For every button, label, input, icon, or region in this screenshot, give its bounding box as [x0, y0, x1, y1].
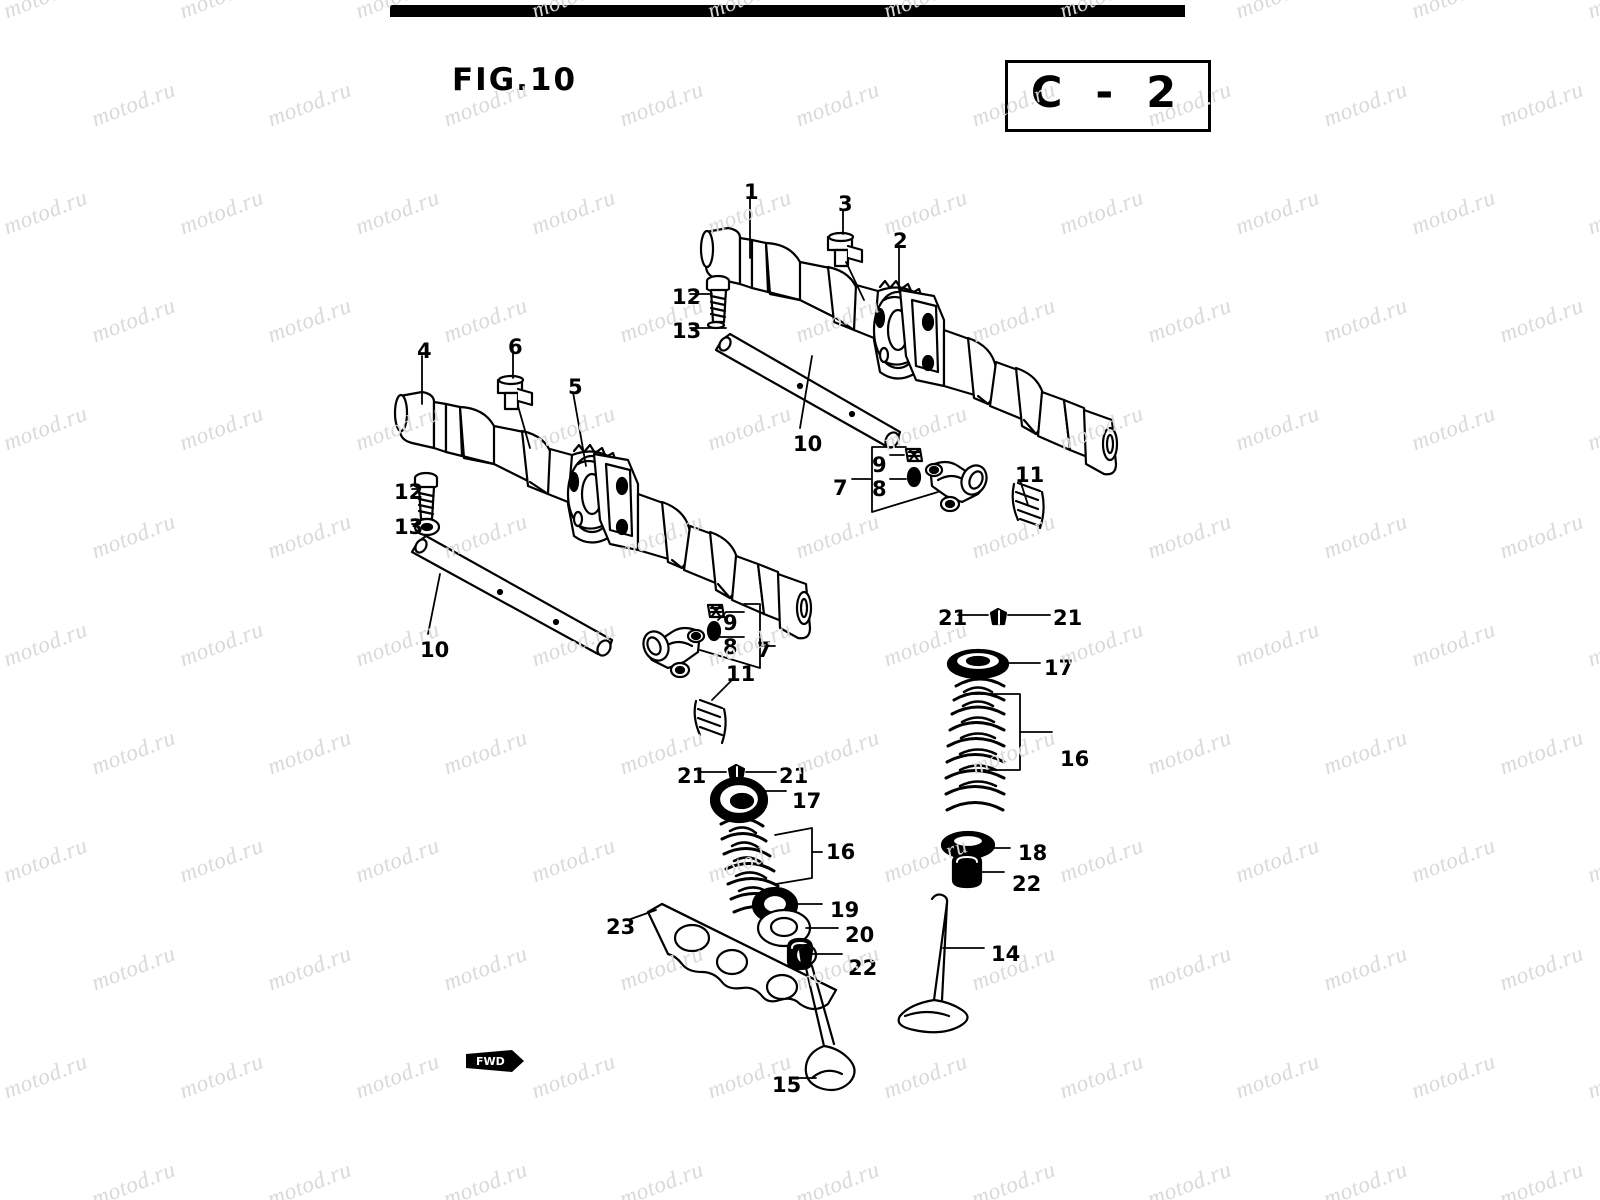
upper-rocker-arm: [904, 447, 988, 513]
callout-valve-spring-seat-inner-left: 19: [830, 898, 860, 922]
callout-rocker-adjust-screw-upper: 8: [872, 477, 887, 501]
callout-valve-cotter-right-left: 21: [938, 606, 968, 630]
callout-screw-upper: 12: [672, 285, 702, 309]
callout-sprocket-bolt-lower: 6: [508, 335, 523, 359]
lower-washer-13: [413, 517, 441, 537]
callout-valve-cotter-right-right: 21: [1053, 606, 1083, 630]
callout-rocker-arm-assy-lower: 7: [757, 638, 772, 662]
upper-rocker-spring: [1011, 481, 1045, 530]
lower-sprocket-bolt: [496, 374, 534, 411]
callout-valve-cotter-left-left: 21: [677, 764, 707, 788]
figure-label: FIG.10: [452, 62, 578, 98]
upper-rocker-shaft: [714, 332, 902, 449]
fwd-direction-badge: FWD: [466, 1050, 524, 1072]
left-valve-assembly: [646, 763, 856, 1092]
callout-cam-sprocket-lower: 5: [568, 375, 583, 399]
callout-valve-cotter-left-right: 21: [779, 764, 809, 788]
callout-cam-sprocket-upper: 2: [893, 229, 908, 253]
lower-rocker-shaft: [410, 534, 614, 657]
callout-valve-spring-seat-right: 18: [1018, 841, 1048, 865]
callout-intake-valve: 14: [991, 942, 1021, 966]
callout-screw-lower: 12: [394, 480, 424, 504]
svg-text:FWD: FWD: [476, 1055, 505, 1068]
callout-rocker-arm-assy-upper: 7: [833, 476, 848, 500]
callout-washer-lower: 13: [394, 515, 424, 539]
callout-rocker-shaft-holder-plate: 23: [606, 915, 636, 939]
lower-rocker-spring: [693, 698, 727, 745]
callout-rocker-spring-upper: 11: [1015, 463, 1045, 487]
upper-screw-12: [705, 274, 731, 324]
callout-valve-spring-retainer-right: 17: [1044, 656, 1074, 680]
right-valve-assembly: [897, 607, 1010, 1034]
callout-valve-stem-seal-left: 22: [848, 956, 878, 980]
lower-camshaft-group: [393, 390, 813, 640]
callout-exhaust-valve: 15: [772, 1073, 802, 1097]
header-rule: [390, 5, 1185, 17]
callout-camshaft-exhaust-lower: 4: [417, 339, 432, 363]
upper-camshaft-group: [699, 226, 1119, 476]
leader-lines: [411, 197, 1053, 1079]
callout-rocker-arm-shaft-upper: 10: [793, 432, 823, 456]
lower-screw-12: [413, 471, 439, 521]
callout-rocker-lock-nut-lower: 9: [723, 611, 738, 635]
callout-rocker-arm-shaft-lower: 10: [420, 638, 450, 662]
callout-valve-spring-seat-outer-left: 20: [845, 923, 875, 947]
callout-valve-springs-left: 16: [826, 840, 856, 864]
callout-valve-stem-seal-right: 22: [1012, 872, 1042, 896]
section-code-box: C - 2: [1005, 60, 1211, 132]
callout-valve-springs-right: 16: [1060, 747, 1090, 771]
callout-valve-spring-retainer-left: 17: [792, 789, 822, 813]
callout-camshaft-intake-upper: 1: [744, 180, 759, 204]
callout-rocker-spring-lower: 11: [726, 662, 756, 686]
callout-rocker-adjust-screw-lower: 8: [723, 635, 738, 659]
upper-sprocket-bolt: [826, 231, 864, 268]
callout-sprocket-bolt-upper: 3: [838, 192, 853, 216]
lower-rocker-arm: [642, 603, 726, 679]
section-code-label: C - 2: [1030, 68, 1186, 118]
callout-washer-upper: 13: [672, 319, 702, 343]
callout-rocker-lock-nut-upper: 9: [872, 453, 887, 477]
